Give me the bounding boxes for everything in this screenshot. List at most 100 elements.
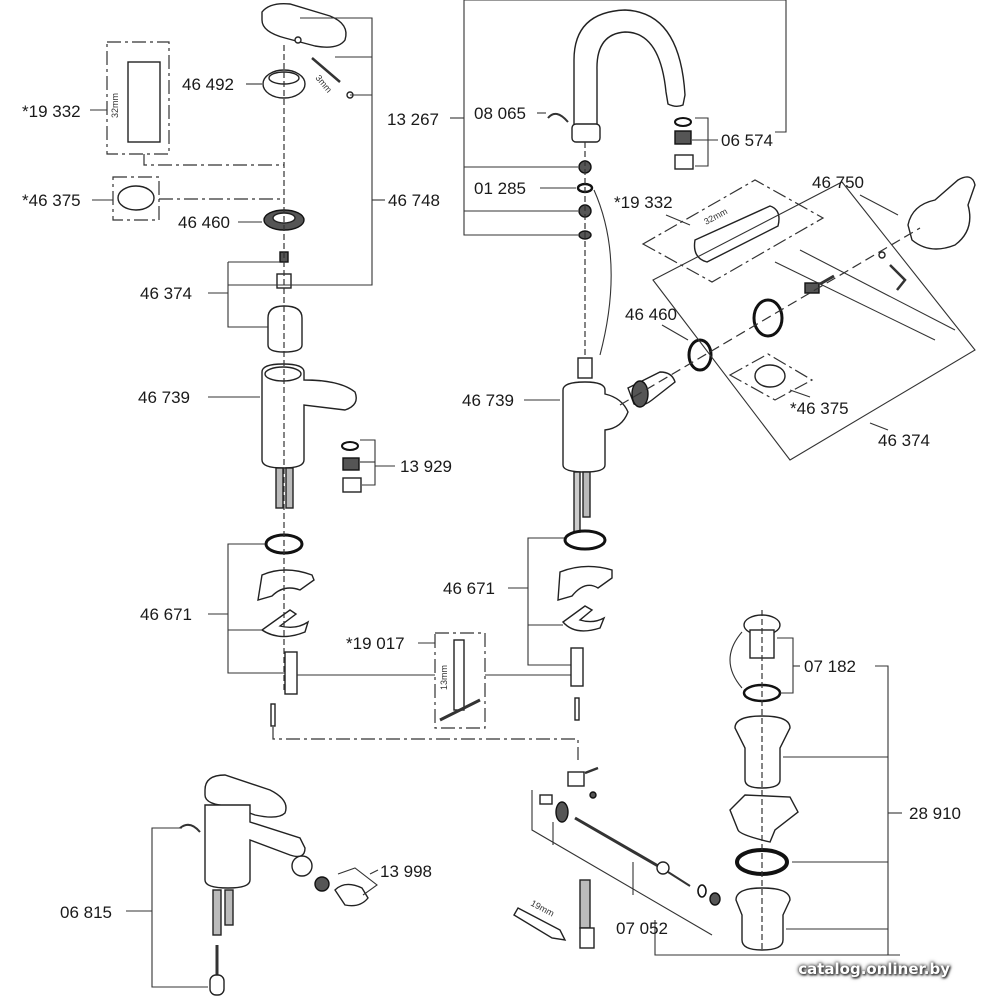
dim-32mm-left: 32mm — [110, 93, 120, 118]
socket-46375-right — [754, 364, 786, 388]
screw — [878, 251, 886, 259]
hose-2 — [285, 467, 294, 509]
rod-clamp — [567, 771, 585, 787]
swivel-spout — [573, 9, 686, 129]
tool-frame-right — [641, 179, 825, 283]
adapter-right — [804, 282, 820, 294]
rod-washer — [709, 892, 721, 906]
oring-mount-right — [563, 529, 607, 551]
grub-screw — [294, 36, 302, 44]
right-tall-mixer: 32mm — [547, 9, 976, 533]
tool-frame — [434, 632, 486, 729]
clamp-right — [561, 605, 606, 632]
spout-base — [571, 123, 601, 143]
popup-rod-assembly: 19mm — [513, 766, 900, 956]
bidet-hose-2 — [224, 889, 234, 926]
hex-tool-left: 32mm — [106, 41, 284, 166]
left-basin-mixer: 3mm — [257, 2, 362, 727]
dim-13mm: 13mm — [439, 665, 449, 690]
label-19017: *19 017 — [346, 634, 405, 653]
knob-46750 — [907, 176, 976, 250]
bidet-jet-cap — [334, 883, 369, 907]
clamp-left — [260, 609, 310, 638]
ball-joint-seal — [555, 801, 569, 823]
hose-1 — [275, 467, 284, 509]
tool-leader — [143, 154, 284, 166]
label-46750: 46 750 — [812, 173, 864, 192]
tool-frame — [106, 41, 170, 155]
label-46374-left: 46 374 — [140, 284, 192, 303]
spout-connector — [577, 357, 593, 379]
leaders-left — [90, 17, 395, 674]
label-46375-right: *46 375 — [790, 399, 849, 418]
hex-socket-32mm — [127, 61, 161, 143]
label-13267: 13 267 — [387, 110, 439, 129]
label-46748: 46 748 — [388, 191, 440, 210]
wrench-13mm — [453, 639, 465, 711]
bidet-hose-1 — [212, 889, 222, 936]
wrench-19mm — [513, 907, 567, 941]
label-13929: 13 929 — [400, 457, 452, 476]
watermark: catalog.onliner.by — [798, 960, 950, 978]
waste-body — [735, 887, 791, 951]
pin-left — [270, 703, 276, 727]
label-19332-right: *19 332 — [614, 193, 673, 212]
aerator-seal — [341, 441, 359, 451]
tool-frame — [112, 176, 160, 221]
label-06574: 06 574 — [721, 131, 773, 150]
body-opening — [264, 366, 302, 382]
hose-3 — [573, 471, 581, 533]
rod-screw — [589, 791, 597, 799]
sink-section — [729, 794, 799, 843]
popup-knob — [209, 974, 225, 996]
allen-key-3mm — [311, 57, 341, 83]
label-46739-right: 46 739 — [462, 391, 514, 410]
label-07182: 07 182 — [804, 657, 856, 676]
label-08065: 08 065 — [474, 104, 526, 123]
label-46460-left: 46 460 — [178, 213, 230, 232]
pin-right — [574, 697, 580, 721]
label-46739-left: 46 739 — [138, 388, 190, 407]
waste-flange — [734, 715, 791, 789]
washer-halfmoon-right — [557, 565, 613, 601]
arrow-rotate — [729, 631, 743, 689]
tool-frame-46375 — [728, 353, 814, 401]
popup-plug-body — [749, 629, 775, 659]
label-46671-right: 46 671 — [443, 579, 495, 598]
bidet-spout-outlet — [291, 855, 313, 877]
label-46374-right: 46 374 — [878, 431, 930, 450]
aerator-housing-right — [674, 154, 694, 170]
aerator-seal-right — [674, 117, 692, 127]
aerator-insert-right — [674, 130, 692, 145]
pull-rod — [574, 816, 666, 872]
aerator-insert — [342, 457, 360, 471]
rod-nut — [539, 794, 553, 805]
threaded-stud-left — [284, 651, 298, 695]
washer-halfmoon-left — [257, 569, 315, 601]
label-19332-left: *19 332 — [22, 102, 81, 121]
label-13998: 13 998 — [380, 862, 432, 881]
hose-nut — [579, 927, 595, 949]
cartridge-left — [267, 305, 303, 353]
bonnet-right — [752, 298, 784, 338]
clip-08065 — [547, 112, 569, 123]
assembly-frame — [652, 181, 976, 461]
label-28910: 28 910 — [909, 804, 961, 823]
bidet-lever — [204, 774, 287, 818]
leaders-waste — [777, 637, 902, 955]
bidet-clip — [179, 823, 201, 833]
label-46492: 46 492 — [182, 75, 234, 94]
label-06815: 06 815 — [60, 903, 112, 922]
ball — [656, 861, 670, 875]
wrench-19017: 13mm — [272, 632, 579, 760]
lever-handle-left — [261, 2, 347, 48]
rod-oring — [697, 884, 707, 898]
label-07052: 07 052 — [616, 919, 668, 938]
label-46671-left: 46 671 — [140, 605, 192, 624]
right-mounting — [557, 529, 613, 721]
bidet-aerator — [314, 876, 330, 892]
label-01285: 01 285 — [474, 179, 526, 198]
label-46375-left: *46 375 — [22, 191, 81, 210]
threaded-stud-right — [570, 647, 584, 687]
